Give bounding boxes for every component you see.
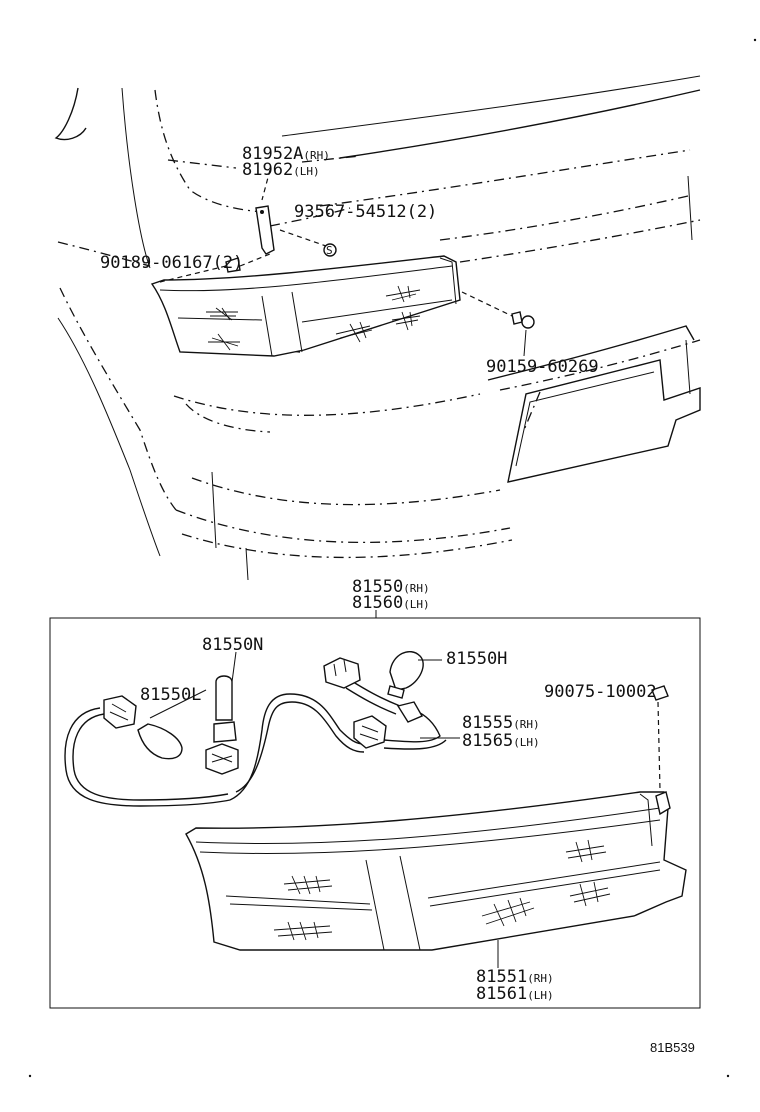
bolt-icon	[511, 311, 535, 329]
wiring-harness	[64, 679, 447, 807]
bracket-81952a	[255, 205, 275, 255]
screw-90075-icon	[651, 685, 669, 701]
diagram-code: 81B539	[650, 1040, 695, 1055]
label-90189-06167: 90189-06167(2)	[100, 253, 243, 273]
label-81550h: 81550H	[446, 649, 507, 669]
bulb-81550l-icon	[137, 723, 183, 760]
label-81561: 81561(LH)	[476, 984, 554, 1004]
assembly-frame	[49, 617, 701, 1009]
connector-plug-icon	[323, 657, 361, 689]
label-90159-60269: 90159-60269	[486, 357, 599, 377]
label-81962: 81962(LH)	[242, 160, 320, 180]
socket-center-icon	[205, 743, 239, 775]
screw-icon: S	[323, 243, 337, 257]
label-81952a: 81952A(RH)	[242, 144, 330, 164]
socket-left-icon	[103, 695, 137, 729]
clip-icon	[225, 257, 241, 273]
socket-right-icon	[353, 701, 423, 749]
label-81550l: 81550L	[140, 685, 201, 705]
label-81550: 81550(RH)	[352, 577, 430, 597]
label-90075-10002: 90075-10002	[544, 682, 657, 702]
label-81550n: 81550N	[202, 635, 263, 655]
bulb-81550h-icon	[387, 651, 424, 699]
bulb-81550n-icon	[213, 675, 237, 743]
label-93567-54512: 93567-54512(2)	[294, 202, 437, 222]
label-81560: 81560(LH)	[352, 593, 430, 613]
tail-lamp-installed	[150, 255, 461, 357]
vehicle-body-outline	[54, 75, 701, 581]
label-81565: 81565(LH)	[462, 731, 540, 751]
tail-lamp-exploded	[185, 791, 687, 951]
svg-text:S: S	[326, 244, 333, 257]
label-81551: 81551(RH)	[476, 967, 554, 987]
label-81555: 81555(RH)	[462, 713, 540, 733]
